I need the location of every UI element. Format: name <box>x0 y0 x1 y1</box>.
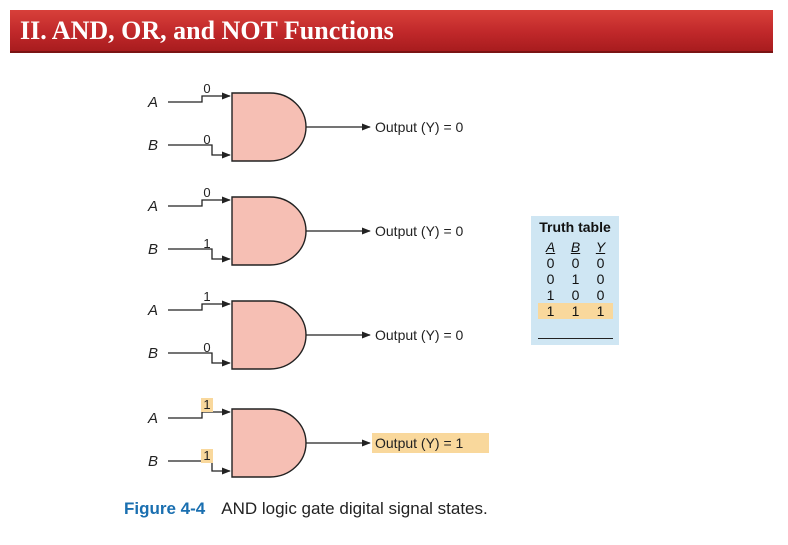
output-label: Output (Y) = 1 <box>375 435 464 451</box>
truth-table-row: 0 0 0 <box>538 255 613 271</box>
page-title: II. AND, OR, and NOT Functions <box>20 16 394 45</box>
figure-number: Figure 4-4 <box>124 499 206 518</box>
truth-table-header-y: Y <box>595 239 606 255</box>
truth-table-row: 1 0 0 <box>538 287 613 303</box>
truth-table-cell: 0 <box>546 255 555 271</box>
output-label: Output (Y) = 0 <box>375 119 464 135</box>
input-a-label: A <box>147 302 158 319</box>
and-gate-2: A B 0 1 Output (Y) = 0 <box>147 185 464 266</box>
input-a-label: A <box>147 410 158 427</box>
truth-table-cell: 1 <box>588 303 613 319</box>
input-b-value: 1 <box>203 448 210 463</box>
input-a-value: 1 <box>203 289 210 304</box>
input-b-label: B <box>148 137 158 154</box>
and-gate-body <box>231 92 307 162</box>
output-highlight <box>372 433 489 453</box>
and-gate-body <box>231 196 307 266</box>
input-b-label: B <box>148 345 158 362</box>
truth-table-cell: 0 <box>571 287 580 303</box>
truth-table-cell: 1 <box>538 303 563 319</box>
input-b-label: B <box>148 241 158 258</box>
input-a-value: 0 <box>203 81 210 96</box>
input-b-line <box>168 352 231 367</box>
input-b-line <box>168 248 231 263</box>
truth-table-panel: Truth table A B Y 0 0 0 0 1 0 1 0 0 <box>531 216 619 345</box>
title-banner: II. AND, OR, and NOT Functions <box>10 10 773 53</box>
output-label: Output (Y) = 0 <box>375 223 464 239</box>
input-b-line <box>168 460 231 475</box>
input-b-value: 0 <box>203 132 210 147</box>
truth-table-cell: 0 <box>546 271 555 287</box>
figure-caption-text: AND logic gate digital signal states. <box>221 499 488 518</box>
output-label: Output (Y) = 0 <box>375 327 464 343</box>
truth-table-title: Truth table <box>539 219 611 235</box>
truth-table-header-row: A B Y <box>538 239 613 255</box>
truth-table-row: 0 1 0 <box>538 271 613 287</box>
input-a-line <box>168 196 231 207</box>
input-a-label: A <box>147 198 158 215</box>
input-b-value: 0 <box>203 340 210 355</box>
and-gate-body <box>231 300 307 370</box>
and-gate-body <box>231 408 307 478</box>
input-b-value: 1 <box>203 236 210 251</box>
truth-table-header-b: B <box>570 239 581 255</box>
truth-table-cell: 0 <box>596 271 605 287</box>
truth-table-row-highlighted: 1 1 1 <box>538 303 613 319</box>
input-b-label: B <box>148 453 158 470</box>
and-gate-3: A B 1 0 Output (Y) = 0 <box>147 289 464 370</box>
truth-table-cell: 1 <box>571 271 580 287</box>
figure-caption: Figure 4-4 AND logic gate digital signal … <box>124 499 488 519</box>
input-a-line <box>168 300 231 311</box>
truth-table: A B Y 0 0 0 0 1 0 1 0 0 1 1 <box>538 239 613 319</box>
input-a-line <box>168 92 231 103</box>
truth-table-cell: 1 <box>563 303 588 319</box>
input-a-line <box>168 408 231 419</box>
input-a-value: 1 <box>203 397 210 412</box>
input-b-value-highlight <box>201 449 213 463</box>
truth-table-cell: 0 <box>571 255 580 271</box>
truth-table-cell: 0 <box>596 287 605 303</box>
input-a-label: A <box>147 94 158 111</box>
truth-table-cell: 0 <box>596 255 605 271</box>
truth-table-bottom-rule <box>538 338 613 339</box>
truth-table-header-a: A <box>545 239 556 255</box>
input-a-value-highlight <box>201 398 213 412</box>
truth-table-cell: 1 <box>546 287 555 303</box>
input-a-value: 0 <box>203 185 210 200</box>
input-b-line <box>168 144 231 159</box>
